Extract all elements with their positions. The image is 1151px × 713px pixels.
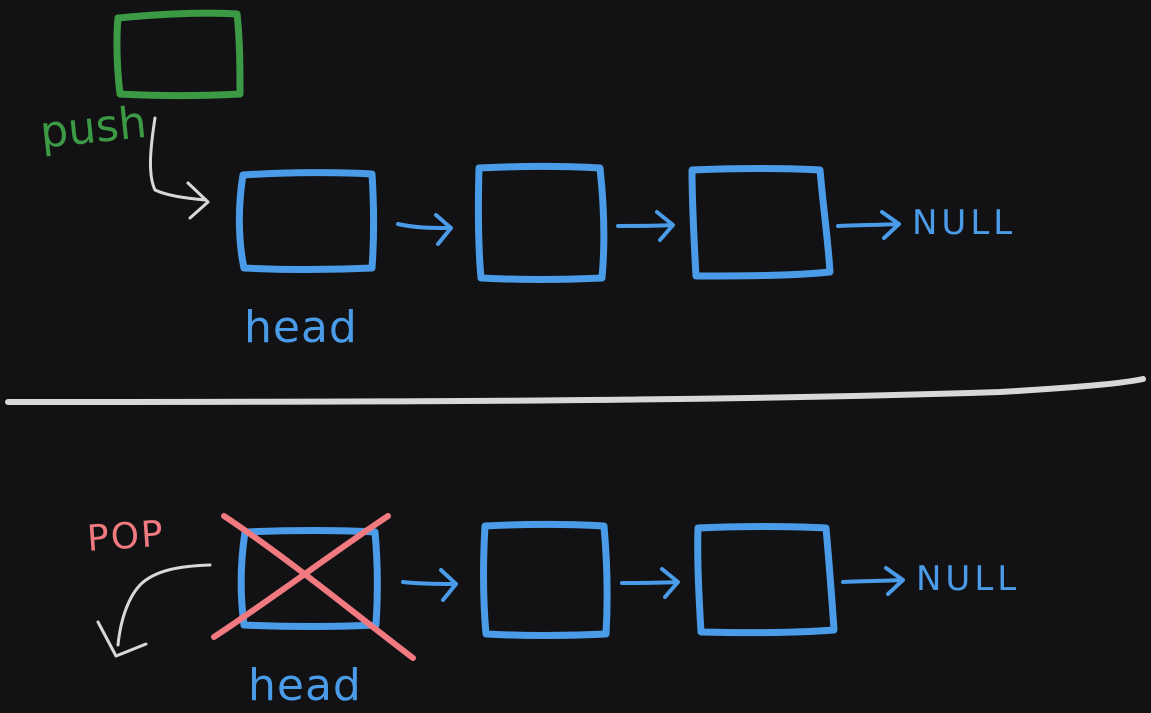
pop-cross-line-2 bbox=[211, 513, 391, 640]
push-label: push bbox=[37, 96, 149, 159]
node-3-top bbox=[688, 165, 834, 280]
push-arrowhead bbox=[186, 181, 210, 220]
popped-head-node bbox=[237, 527, 381, 630]
null-label-top: NULL bbox=[912, 203, 1017, 243]
pop-arrowhead bbox=[96, 620, 148, 658]
head-label-top: head bbox=[244, 302, 358, 353]
link-arrow-1-top bbox=[396, 213, 453, 246]
pop-label: POP bbox=[85, 513, 167, 560]
null-arrow-top bbox=[836, 210, 901, 240]
node-2-top bbox=[474, 163, 608, 283]
new-node-box bbox=[113, 9, 244, 99]
node-2-bottom bbox=[480, 521, 611, 639]
head-label-bottom: head bbox=[248, 660, 362, 711]
link-arrow-2-top bbox=[616, 210, 675, 242]
link-arrow-2-bottom bbox=[620, 567, 680, 599]
push-arrow bbox=[148, 116, 207, 202]
null-label-bottom: NULL bbox=[916, 559, 1021, 599]
pop-cross-line-1 bbox=[221, 513, 416, 661]
pop-arrow bbox=[116, 563, 212, 647]
link-arrow-1-bottom bbox=[401, 568, 458, 602]
section-divider bbox=[5, 376, 1146, 405]
node-3-bottom bbox=[694, 523, 838, 637]
null-arrow-bottom bbox=[841, 566, 905, 596]
head-node-top bbox=[235, 169, 377, 273]
